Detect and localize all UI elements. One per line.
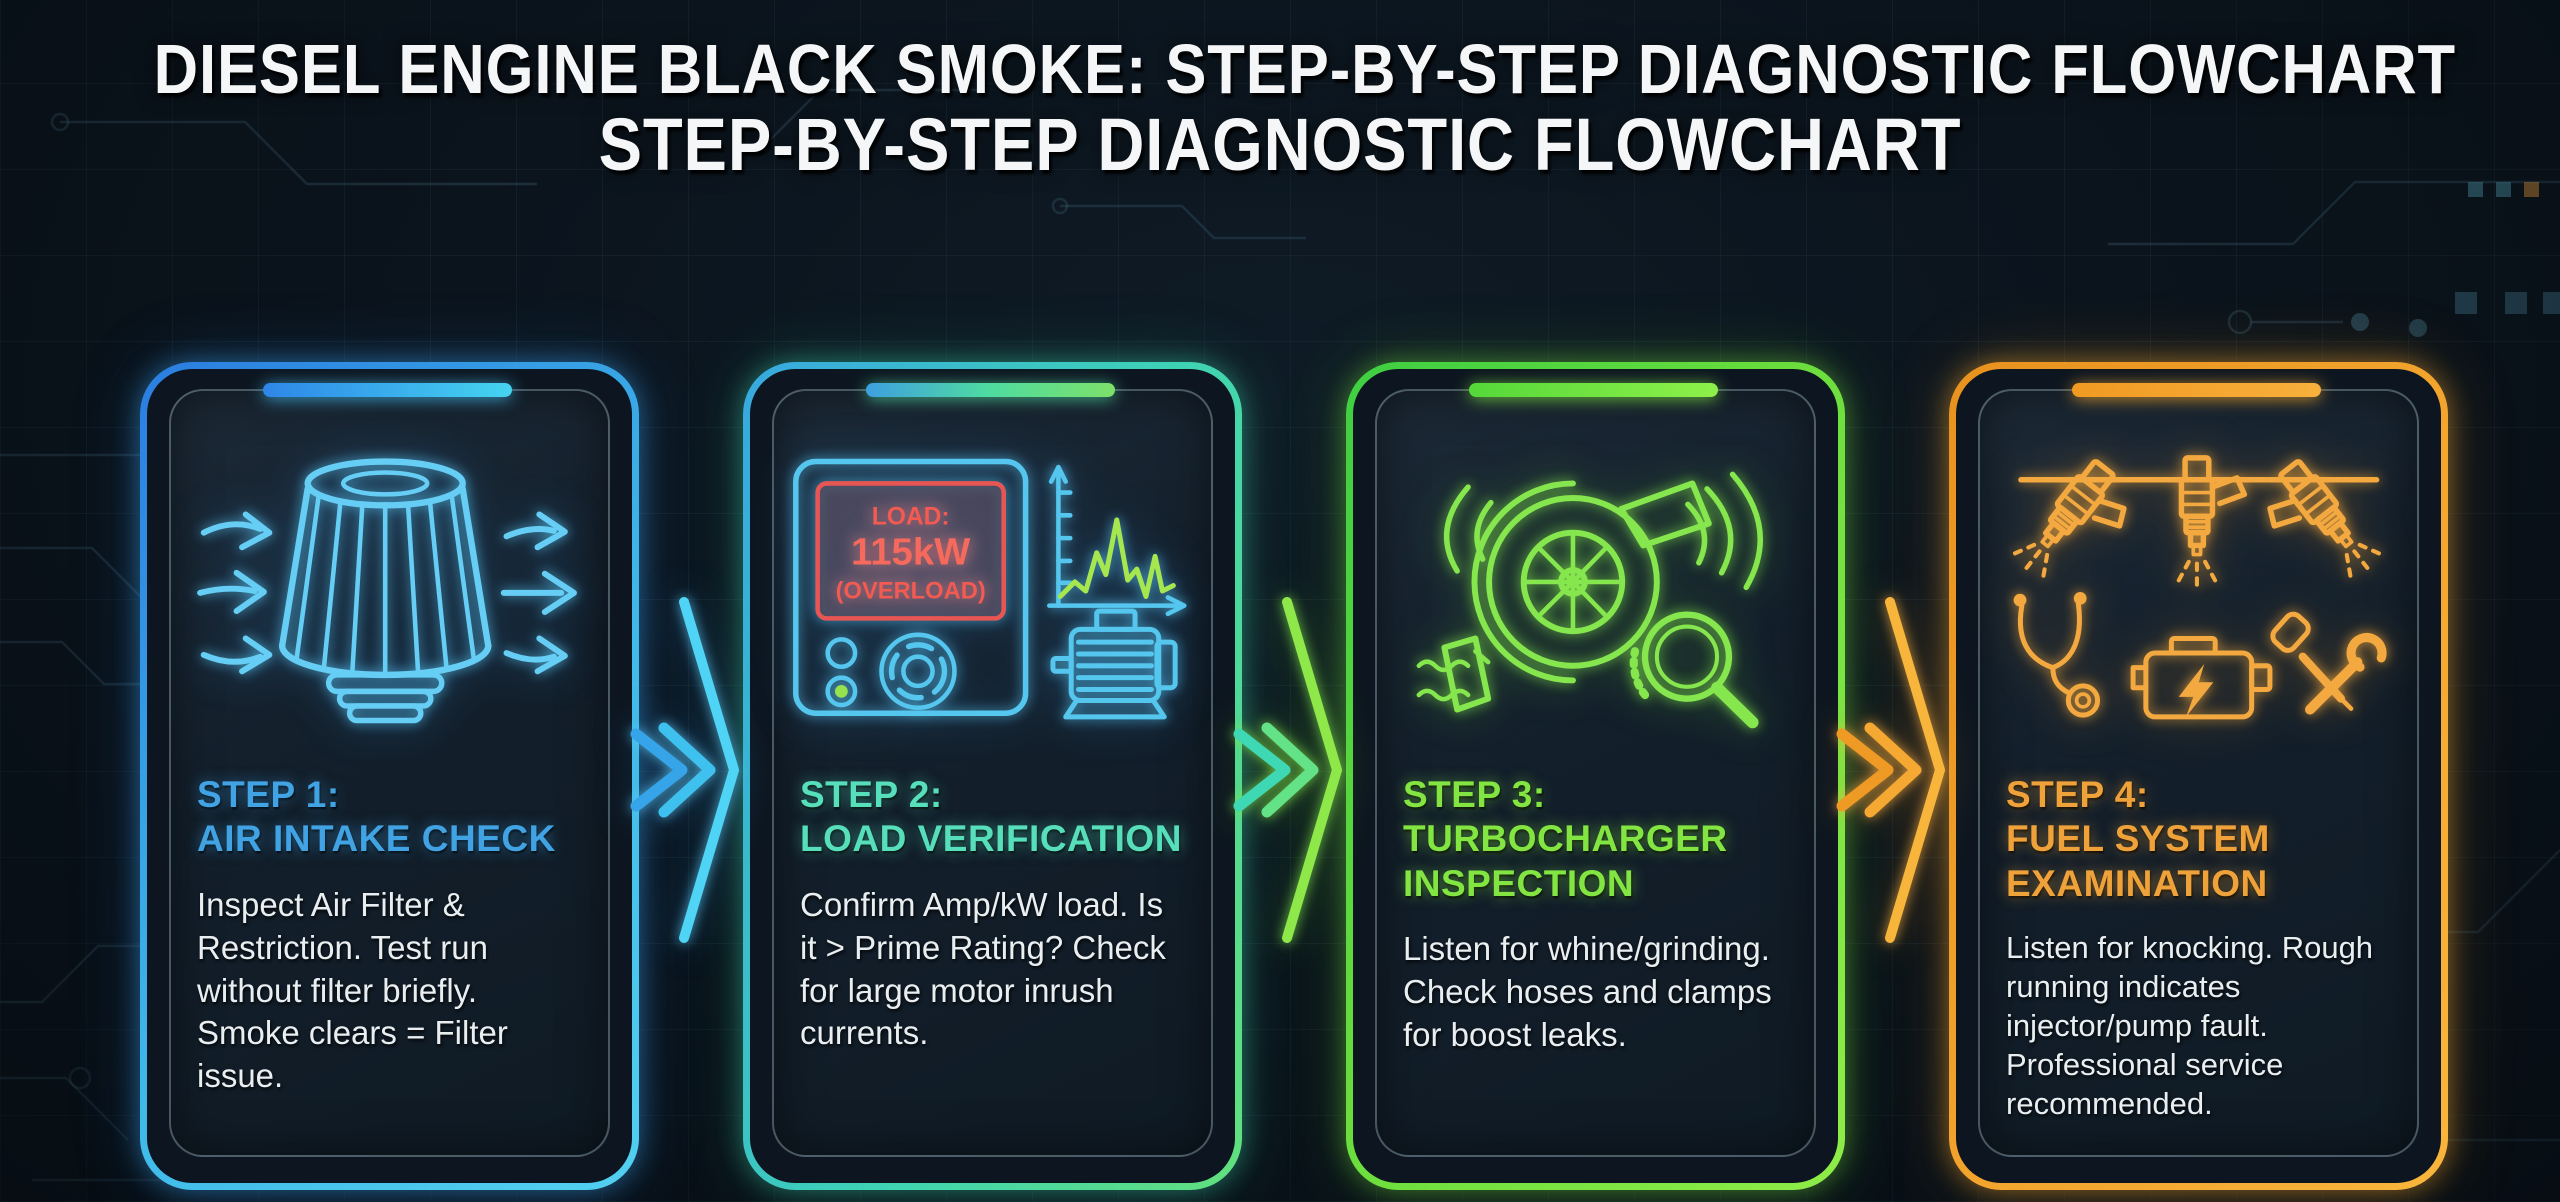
crossed-tools	[2270, 611, 2387, 715]
step-4-panel: STEP 4: FUEL SYSTEM EXAMINATION Listen f…	[1978, 383, 2419, 1157]
engine-check	[2130, 635, 2273, 720]
step-4-label: STEP 4:	[2006, 774, 2149, 815]
step-4-accent-bar	[2071, 383, 2321, 397]
step-1-title: AIR INTAKE CHECK	[197, 818, 556, 860]
magnifier	[1629, 611, 1759, 729]
step-2-accent-bar	[865, 383, 1115, 397]
load-waveform	[1057, 517, 1176, 599]
svg-text:(OVERLOAD): (OVERLOAD)	[835, 578, 985, 604]
step-2-description: Confirm Amp/kW load. Is it > Prime Ratin…	[800, 885, 1166, 1052]
turbocharger-icon	[1416, 471, 1763, 729]
chevron-separator-2	[1209, 597, 1379, 943]
step-1-panel: STEP 1: AIR INTAKE CHECK Inspect Air Fil…	[169, 383, 610, 1157]
step-2-card: LOAD: 115kW (OVERLOAD)	[743, 362, 1242, 1190]
step-3-description: Listen for whine/grinding. Check hoses a…	[1403, 930, 1772, 1053]
air-filter-icon	[196, 458, 577, 724]
exhaust-squiggles	[1416, 659, 1471, 702]
triple-chevron-right-icon	[1233, 597, 1342, 943]
airflow-out-arrows	[500, 511, 577, 675]
step-3-accent-bar	[1468, 383, 1718, 397]
step-3-label: STEP 3:	[1403, 774, 1546, 815]
airflow-in-arrows	[196, 511, 273, 675]
load-panel-motor-icon: LOAD: 115kW (OVERLOAD)	[792, 458, 1187, 720]
electric-motor	[1050, 608, 1178, 720]
step-4-description: Listen for knocking. Rough running indic…	[2006, 930, 2374, 1122]
fuel-system-icon	[1989, 436, 2409, 720]
chevron-separator-1	[606, 597, 776, 943]
triple-chevron-right-icon	[1836, 597, 1945, 943]
step-1-description: Inspect Air Filter & Restriction. Test r…	[197, 885, 508, 1095]
step-3-title: TURBOCHARGER INSPECTION	[1403, 818, 1728, 904]
triple-chevron-right-icon	[630, 597, 739, 943]
stethoscope	[2013, 591, 2100, 718]
step-2-label: STEP 2:	[800, 774, 943, 815]
svg-text:LOAD:: LOAD:	[871, 503, 949, 530]
step-4-title: FUEL SYSTEM EXAMINATION	[2006, 818, 2270, 904]
svg-text:115kW: 115kW	[851, 531, 971, 574]
step-3-panel: STEP 3: TURBOCHARGER INSPECTION Listen f…	[1375, 383, 1816, 1157]
step-4-card: STEP 4: FUEL SYSTEM EXAMINATION Listen f…	[1949, 362, 2448, 1190]
chevron-separator-3	[1812, 597, 1982, 943]
load-display-text: LOAD: 115kW (OVERLOAD)	[835, 503, 985, 604]
page-title: DIESEL ENGINE BLACK SMOKE: STEP-BY-STEP …	[0, 30, 2560, 187]
title-line-1: DIESEL ENGINE BLACK SMOKE: STEP-BY-STEP …	[153, 30, 2457, 108]
load-axis	[1046, 464, 1187, 617]
step-1-accent-bar	[262, 383, 512, 397]
flowchart-steps-row: STEP 1: AIR INTAKE CHECK Inspect Air Fil…	[140, 362, 2448, 1190]
step-1-card: STEP 1: AIR INTAKE CHECK Inspect Air Fil…	[140, 362, 639, 1190]
step-2-title: LOAD VERIFICATION	[800, 818, 1182, 860]
title-line-2: STEP-BY-STEP DIAGNOSTIC FLOWCHART	[598, 103, 1962, 187]
sound-wave-arcs	[1443, 471, 1763, 591]
step-3-card: STEP 3: TURBOCHARGER INSPECTION Listen f…	[1346, 362, 1845, 1190]
step-1-label: STEP 1:	[197, 774, 340, 815]
step-2-panel: LOAD: 115kW (OVERLOAD)	[772, 383, 1213, 1157]
